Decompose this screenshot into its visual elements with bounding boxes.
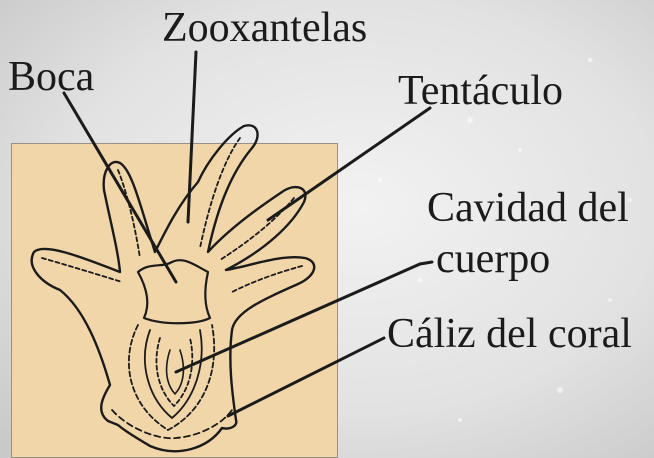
- label-zooxantelas: Zooxantelas: [162, 7, 367, 49]
- label-boca: Boca: [8, 56, 94, 98]
- label-tentaculo: Tentáculo: [398, 70, 563, 112]
- label-cavidad-line1: Cavidad del: [427, 187, 629, 229]
- label-cavidad-line2: cuerpo: [436, 238, 550, 280]
- panel-fill: [12, 144, 337, 457]
- label-caliz: Cáliz del coral: [387, 313, 632, 355]
